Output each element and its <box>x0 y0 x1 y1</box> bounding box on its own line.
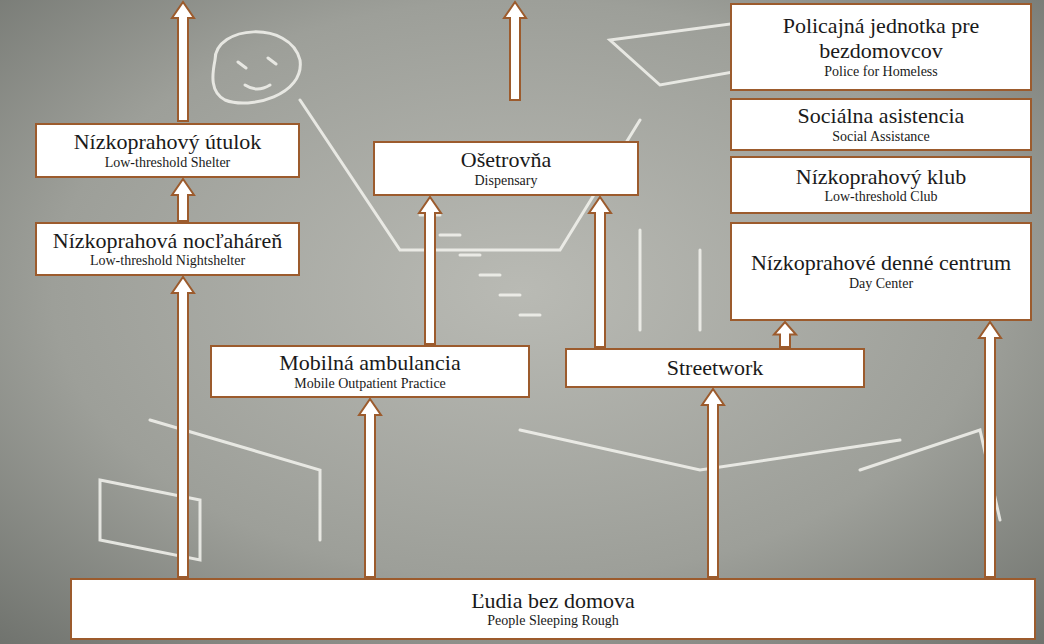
block-arrow <box>702 389 724 577</box>
service-box: Sociálna asistenciaSocial Assistance <box>730 98 1032 151</box>
box-title: Policajná jednotka pre bezdomovcov <box>740 14 1022 63</box>
service-box: Mobilná ambulanciaMobile Outpatient Prac… <box>210 345 530 398</box>
sketch-head <box>213 32 300 103</box>
block-arrow <box>774 322 796 347</box>
sketch-steps <box>420 215 540 315</box>
box-subtitle: Day Center <box>849 276 913 292</box>
sketch-post <box>640 230 700 330</box>
block-arrow <box>172 179 194 221</box>
box-subtitle: Low-threshold Club <box>824 189 937 205</box>
box-subtitle: Dispensary <box>475 173 538 189</box>
box-title: Nízkoprahové denné centrum <box>751 251 1011 276</box>
up-arrow <box>504 2 526 100</box>
box-title: Mobilná ambulancia <box>279 351 460 376</box>
sketch-stair-rail <box>300 100 640 250</box>
block-arrow <box>419 197 441 344</box>
sketch-ground <box>150 420 900 540</box>
block-arrow <box>589 197 611 347</box>
service-box: OšetrovňaDispensary <box>373 141 639 196</box>
box-title: Sociálna asistencia <box>798 104 965 129</box>
box-title: Streetwork <box>667 356 764 381</box>
box-title: Nízkoprahový klub <box>796 165 966 190</box>
sketch-face <box>238 58 276 89</box>
box-title: Nízkoprahová nocľaháreň <box>53 229 282 254</box>
box-subtitle: Low-threshold Nightshelter <box>90 253 245 269</box>
block-arrow <box>359 399 381 577</box>
box-subtitle: People Sleeping Rough <box>487 613 618 629</box>
block-arrow <box>172 277 194 577</box>
service-box: Nízkoprahový klubLow-threshold Club <box>730 156 1032 214</box>
box-subtitle: Social Assistance <box>832 129 930 145</box>
service-box: Nízkoprahové denné centrumDay Center <box>730 222 1032 321</box>
service-box: Nízkoprahový útulokLow-threshold Shelter <box>35 123 300 178</box>
box-title: Nízkoprahový útulok <box>74 130 262 155</box>
service-box: Ľudia bez domovaPeople Sleeping Rough <box>70 578 1036 640</box>
box-subtitle: Mobile Outpatient Practice <box>294 376 446 392</box>
box-title: Ľudia bez domova <box>471 589 635 614</box>
service-box: Policajná jednotka pre bezdomovcovPolice… <box>730 3 1032 91</box>
block-arrow <box>979 322 1001 577</box>
service-box: Nízkoprahová nocľaháreňLow-threshold Nig… <box>35 222 300 276</box>
up-arrow <box>172 2 194 121</box>
box-subtitle: Low-threshold Shelter <box>105 155 231 171</box>
box-title: Ošetrovňa <box>461 148 551 173</box>
service-box: Streetwork <box>565 348 865 388</box>
sketch-wall <box>860 430 1000 520</box>
box-subtitle: Police for Homeless <box>824 64 938 80</box>
